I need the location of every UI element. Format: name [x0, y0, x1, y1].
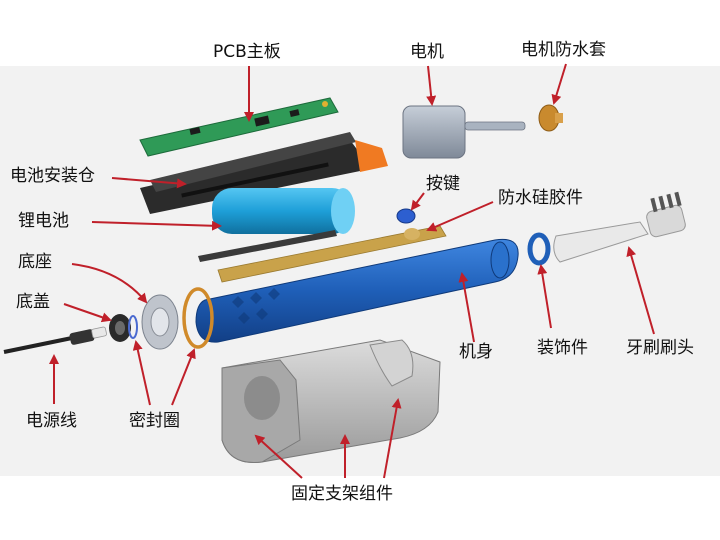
pcb-board	[139, 97, 339, 157]
power-cord	[3, 326, 107, 354]
waterproof-silicone-part	[198, 225, 447, 283]
arrow-battery	[91, 220, 222, 231]
arrow-button	[410, 192, 425, 211]
label-motor-cover: 电机防水套	[521, 40, 606, 60]
arrow-seal-small	[132, 340, 151, 406]
label-pcb: PCB主板	[213, 42, 281, 62]
label-silicone: 防水硅胶件	[498, 188, 583, 208]
button-part	[396, 208, 416, 224]
battery-bay	[140, 132, 388, 214]
label-body: 机身	[459, 342, 493, 362]
base-cap	[109, 314, 131, 342]
motor	[402, 105, 526, 159]
lithium-battery	[212, 188, 355, 234]
label-battery-bay: 电池安装仓	[10, 166, 95, 186]
label-battery: 锂电池	[18, 211, 69, 231]
base-seat	[141, 294, 179, 350]
label-base-seat: 底座	[18, 252, 52, 272]
arrow-motor-cover	[551, 63, 567, 105]
label-seal-ring: 密封圈	[129, 411, 180, 431]
callout-arrows	[49, 63, 655, 479]
label-brush-head: 牙刷刷头	[626, 338, 694, 358]
handle-body	[195, 238, 519, 343]
arrow-base-cap	[63, 303, 112, 323]
arrow-battery-bay	[111, 177, 187, 189]
arrow-brush-head	[626, 246, 655, 335]
arrow-motor	[426, 65, 437, 106]
arrow-seal-large	[171, 348, 196, 406]
label-motor: 电机	[410, 42, 444, 62]
label-base-cap: 底盖	[16, 292, 50, 312]
toothbrush-head	[553, 191, 686, 263]
label-trim: 装饰件	[537, 338, 588, 358]
stand-assembly	[221, 339, 441, 464]
label-power-cord: 电源线	[26, 411, 77, 431]
label-button: 按键	[426, 174, 460, 194]
arrow-silicone	[426, 201, 494, 232]
arrow-base-seat	[71, 263, 148, 304]
seal-ring-small	[128, 315, 138, 339]
trim-ring	[527, 232, 551, 266]
arrow-body	[458, 272, 475, 343]
arrow-trim	[537, 264, 552, 329]
motor-waterproof-cover	[538, 104, 563, 132]
seal-ring-large	[182, 287, 214, 349]
arrow-stand-right	[383, 398, 402, 479]
label-stand: 固定支架组件	[291, 484, 393, 504]
arrow-stand-left	[254, 434, 303, 479]
